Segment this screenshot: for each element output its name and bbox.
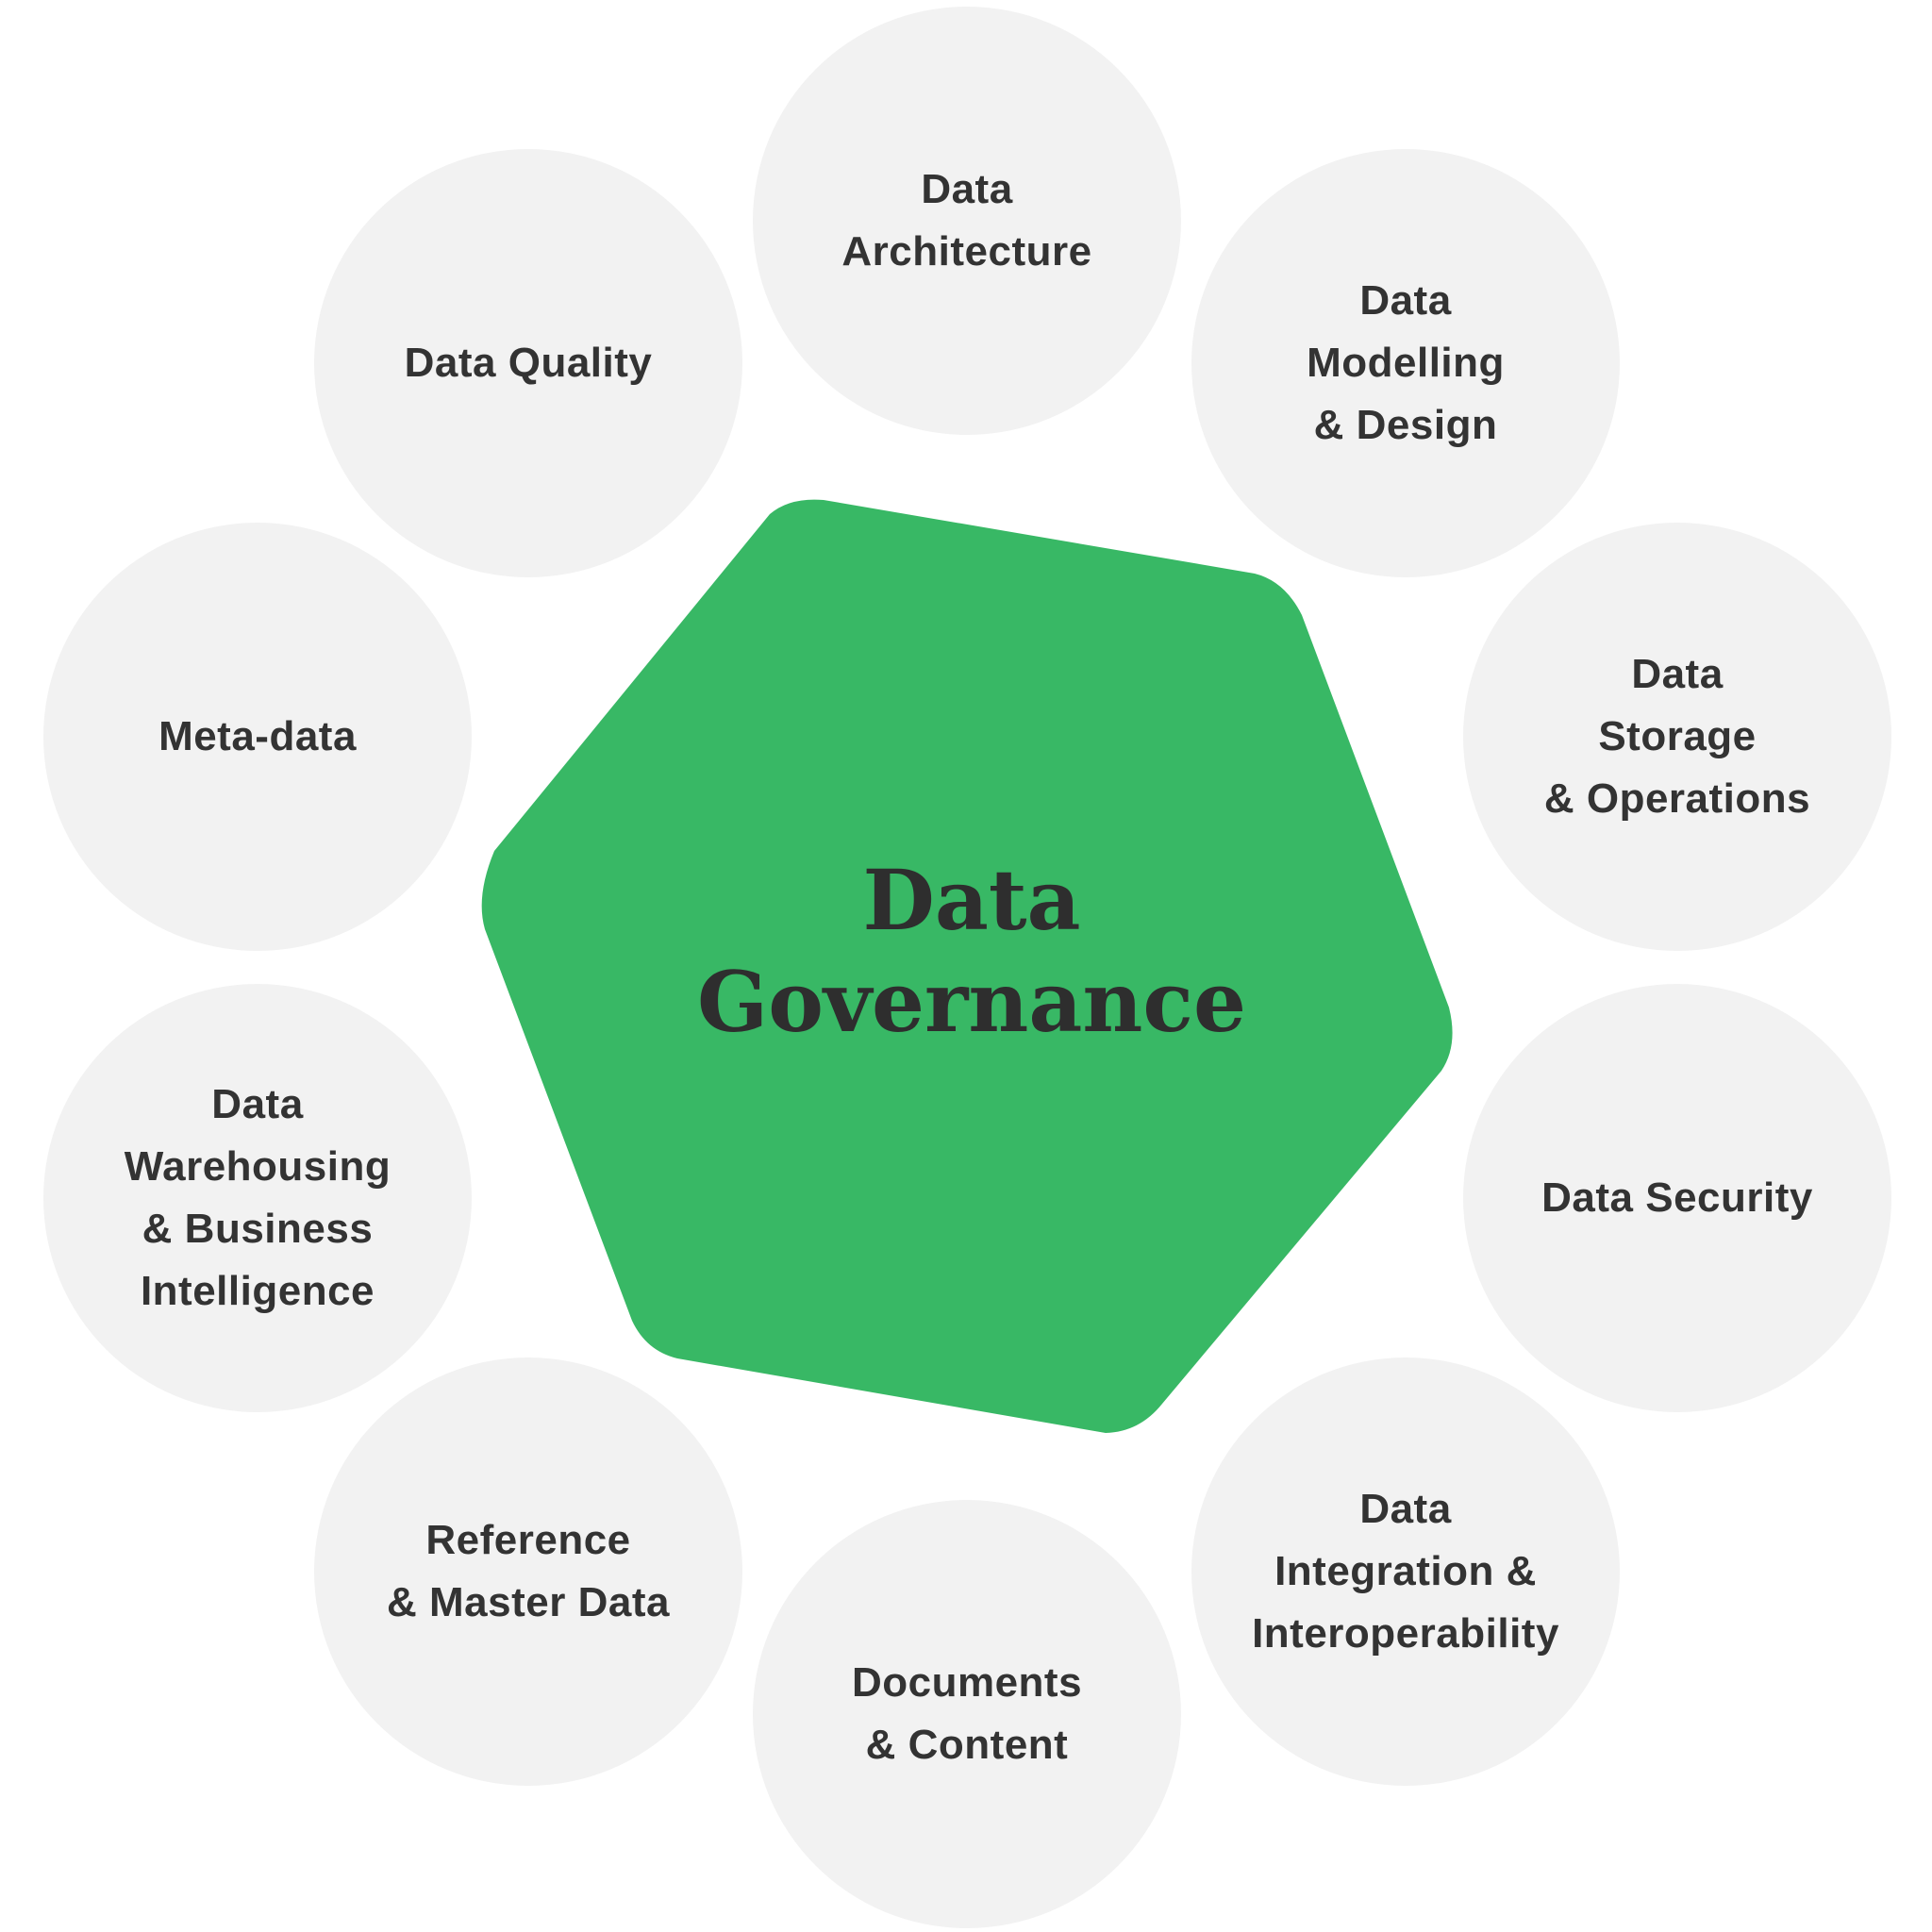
label-reference-master: Reference & Master Data <box>387 1517 670 1625</box>
circle-data-modelling: Data Modelling & Design <box>1191 149 1620 577</box>
label-data-integration: Data Integration & Interoperability <box>1252 1486 1559 1657</box>
hub-title: Data Governance <box>697 851 1246 1051</box>
circle-data-security: Data Security <box>1463 984 1891 1412</box>
label-data-warehousing: Data Warehousing & Business Intelligence <box>124 1081 391 1314</box>
circle-data-warehousing: Data Warehousing & Business Intelligence <box>43 984 472 1412</box>
label-documents-content: Documents & Content <box>851 1659 1083 1768</box>
label-data-modelling: Data Modelling & Design <box>1307 277 1505 448</box>
circle-data-storage: Data Storage & Operations <box>1463 523 1891 951</box>
label-data-quality: Data Quality <box>404 340 653 386</box>
circle-data-quality: Data Quality <box>314 149 742 577</box>
circle-reference-master: Reference & Master Data <box>314 1357 742 1786</box>
circle-data-integration: Data Integration & Interoperability <box>1191 1357 1620 1786</box>
label-data-architecture: Data Architecture <box>841 166 1092 275</box>
label-data-storage: Data Storage & Operations <box>1543 651 1811 822</box>
circle-meta-data: Meta-data <box>43 523 472 951</box>
circle-documents-content: Documents & Content <box>753 1500 1181 1928</box>
label-meta-data: Meta-data <box>158 713 357 759</box>
hub-hexagon <box>481 499 1453 1433</box>
label-data-security: Data Security <box>1541 1174 1813 1221</box>
circle-data-architecture: Data Architecture <box>753 7 1181 435</box>
